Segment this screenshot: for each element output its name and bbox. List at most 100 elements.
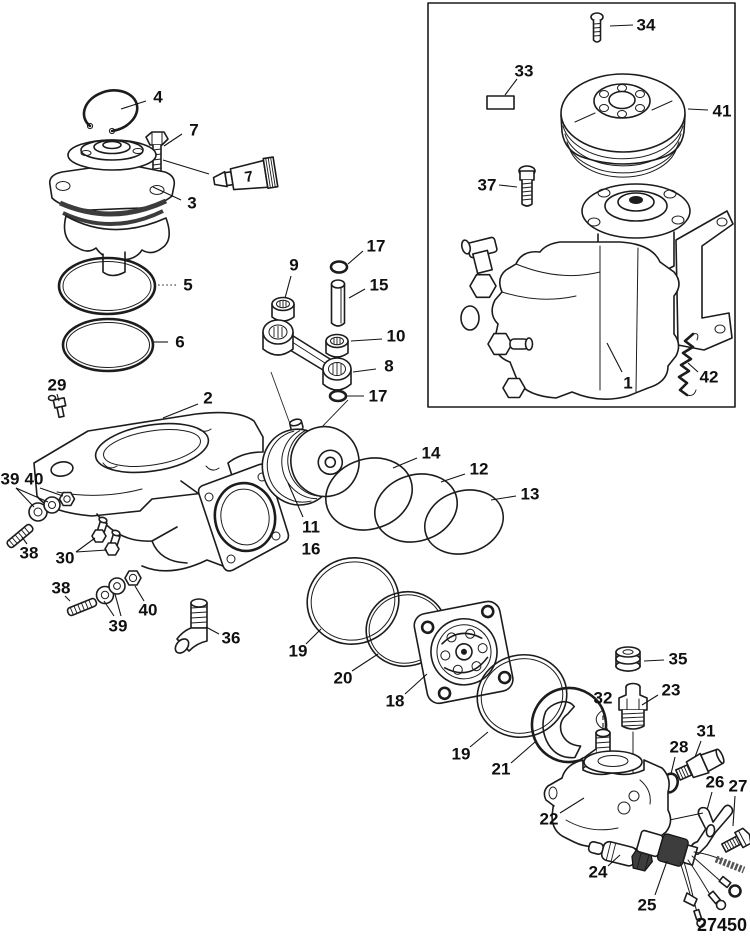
callout-leader-38 [21,536,28,545]
part-35-grommet [615,646,641,672]
callout-35: 35 [669,650,688,669]
callout-leader-10 [350,338,383,342]
part-36-elbow-fitting [174,598,208,654]
part-30-fittings [91,516,121,556]
callout-9: 9 [289,256,298,275]
callout-leader-42 [687,362,699,373]
part-19-o-ring-upper [306,557,400,645]
callout-leader-25 [654,860,668,896]
callout-4: 4 [153,88,163,107]
part-4-snap-ring [82,89,139,135]
part-3-bearing-head [48,139,176,277]
callout-14: 14 [422,444,441,463]
callout-leader-22 [559,797,585,814]
callout-5: 5 [183,276,192,295]
callout-39: 39 [109,617,128,636]
callout-15: 15 [370,276,389,295]
callout-leader-12 [440,473,466,483]
callout-23: 23 [662,681,681,700]
callout-leader-37 [498,184,518,188]
part-10-bearing [325,333,349,358]
part-6-o-ring [61,317,155,373]
part-42-clip [677,332,699,397]
callout-39: 39 [1,470,20,489]
part-34-screw [590,12,604,43]
callout-leader-2 [162,403,199,419]
callout-leader-39 [114,593,122,617]
part-39-washers-lower [95,577,126,605]
callout-leader-35 [643,659,665,662]
callout-38: 38 [20,544,39,563]
part-13-piston-ring [423,489,505,555]
part-33-tag [486,95,515,110]
callout-leader-39 [103,600,115,617]
callout-leader-20 [351,653,379,672]
callout-31: 31 [697,722,716,741]
callout-leader-34 [609,24,634,27]
part-27-bolt [720,827,750,853]
callout-1: 1 [623,374,632,393]
part-41-pulley [560,73,686,178]
callout-38: 38 [52,579,71,598]
callout-10: 10 [387,327,406,346]
part-18-valve-plate [413,600,514,705]
part-17-retainer-upper [329,260,349,274]
callout-25: 25 [638,896,657,915]
part-38-stud-upper [6,523,34,549]
callout-27: 27 [729,777,748,796]
callout-leader-30 [75,537,96,553]
callout-leader-17 [347,250,364,265]
callout-leader-7 [163,133,183,147]
callout-13: 13 [521,485,540,504]
callout-3: 3 [187,194,196,213]
callout-leader-18 [404,673,428,695]
part-9-bearing [271,296,295,322]
callout-leader-8 [352,368,377,373]
part-29-fitting [47,394,67,419]
callout-leader-40 [39,487,64,497]
part-5-o-ring [57,256,157,316]
callout-6: 6 [175,333,184,352]
callout-leader-9 [284,275,292,299]
part-15-piston-pin [330,279,346,327]
drawing-number: 27450 [697,915,747,935]
callout-leader-39 [15,487,49,503]
callout-leader-27 [732,795,736,827]
callout-leader-30 [75,549,108,553]
callout-11: 11 [302,518,320,537]
callout-16: 16 [302,540,321,559]
callout-7: 7 [189,121,198,140]
callout-19: 19 [452,745,471,764]
part-7-sealant-tube: 7 [212,156,279,191]
callout-leader-36 [205,626,220,635]
callout-37: 37 [478,176,497,195]
sealant-tube-printed-label: 7 [243,168,254,186]
callout-40: 40 [25,470,44,489]
part-2-crankcase-housing [33,411,290,572]
part-25-wiring-harness [636,829,746,928]
callout-leader-26 [706,791,713,811]
callout-leader-33 [504,78,518,96]
callout-12: 12 [470,460,489,479]
callout-leader-29 [56,393,60,402]
inset-box [427,2,736,408]
callout-42: 42 [700,368,719,387]
part-22-cylinder-head [543,750,704,850]
callout-leader-4 [120,100,147,110]
callout-leader-1 [606,342,623,373]
callout-22: 22 [540,810,559,829]
callout-29: 29 [48,376,67,395]
callout-33: 33 [515,62,534,81]
callout-19: 19 [289,642,308,661]
callout-40: 40 [139,601,158,620]
part-8-connecting-rod [262,319,352,391]
callout-leader-3 [152,186,182,201]
callout-18: 18 [386,692,405,711]
callout-leader-39 [15,487,35,508]
callout-17: 17 [369,387,388,406]
callout-41: 41 [713,102,732,121]
callout-leader-40 [134,585,145,602]
callout-leader-19 [469,731,489,748]
